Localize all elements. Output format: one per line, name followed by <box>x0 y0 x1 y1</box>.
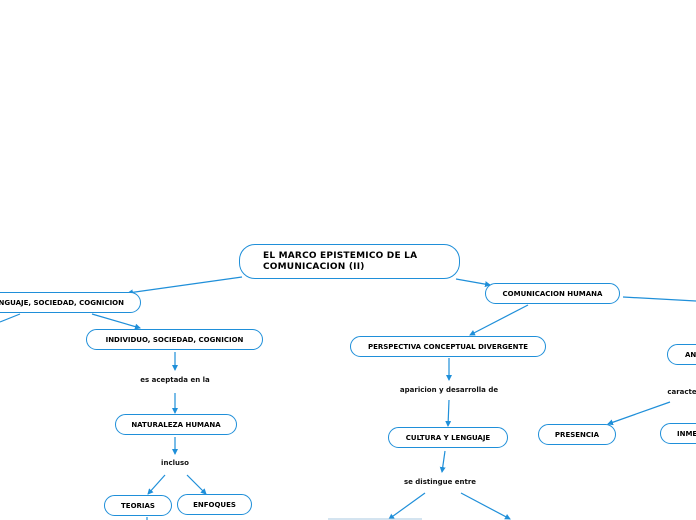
node-label: INDIVIDUO, SOCIEDAD, COGNICION <box>105 335 244 344</box>
edge-root-lenguaje <box>127 276 243 296</box>
node-an-partial[interactable]: AN <box>667 344 696 365</box>
node-label: PERSPECTIVA CONCEPTUAL DIVERGENTE <box>367 342 529 351</box>
node-label: INME <box>677 429 696 438</box>
edge-distingue-left <box>388 492 426 520</box>
link-incluso: incluso <box>161 459 189 467</box>
link-caracte-partial: caracte <box>667 388 696 396</box>
node-lenguaje-sociedad-cognicion[interactable]: LENGUAJE, SOCIEDAD, COGNICION <box>0 292 141 313</box>
node-label: COMUNICACION HUMANA <box>502 289 603 298</box>
node-label: TEORIAS <box>121 501 155 510</box>
edge-distingue-right <box>460 492 511 520</box>
edge-incluso-enfoques <box>186 474 207 495</box>
node-label: AN <box>685 350 696 359</box>
node-individuo-sociedad-cognicion[interactable]: INDIVIDUO, SOCIEDAD, COGNICION <box>86 329 263 350</box>
link-es-aceptada: es aceptada en la <box>140 376 210 384</box>
node-label: PRESENCIA <box>554 430 600 439</box>
edge-comunicacion-perspectiva <box>469 304 529 336</box>
node-perspectiva-conceptual-divergente[interactable]: PERSPECTIVA CONCEPTUAL DIVERGENTE <box>350 336 546 357</box>
link-se-distingue: se distingue entre <box>403 478 477 486</box>
node-teorias[interactable]: TEORIAS <box>104 495 172 516</box>
node-label: ENFOQUES <box>193 500 236 509</box>
link-aparicion: aparicion y desarrolla de <box>399 386 499 394</box>
root-node[interactable]: EL MARCO EPISTEMICO DE LA COMUNICACION (… <box>239 244 460 279</box>
edge-root-comunicacion <box>455 278 491 288</box>
root-title: EL MARCO EPISTEMICO DE LA COMUNICACION (… <box>263 250 418 272</box>
node-cultura-y-lenguaje[interactable]: CULTURA Y LENGUAJE <box>388 427 508 448</box>
edge-lenguaje-left <box>0 313 21 323</box>
node-inme-partial[interactable]: INME <box>660 423 696 444</box>
node-enfoques[interactable]: ENFOQUES <box>177 494 252 515</box>
node-label: NATURALEZA HUMANA <box>131 420 221 429</box>
node-comunicacion-humana[interactable]: COMUNICACION HUMANA <box>485 283 620 304</box>
edge-incluso-teorias <box>147 474 166 495</box>
node-label: CULTURA Y LENGUAJE <box>405 433 491 442</box>
edge-lenguaje-individuo <box>91 313 141 330</box>
node-presencia[interactable]: PRESENCIA <box>538 424 616 445</box>
edge-aparicion-cultura <box>445 399 452 427</box>
node-label: LENGUAJE, SOCIEDAD, COGNICION <box>0 298 124 307</box>
edge-cultura-distingue <box>439 450 446 473</box>
node-naturaleza-humana[interactable]: NATURALEZA HUMANA <box>115 414 237 435</box>
edge-comunicacion-right <box>622 296 696 302</box>
edge-caracte-presencia <box>607 401 671 426</box>
